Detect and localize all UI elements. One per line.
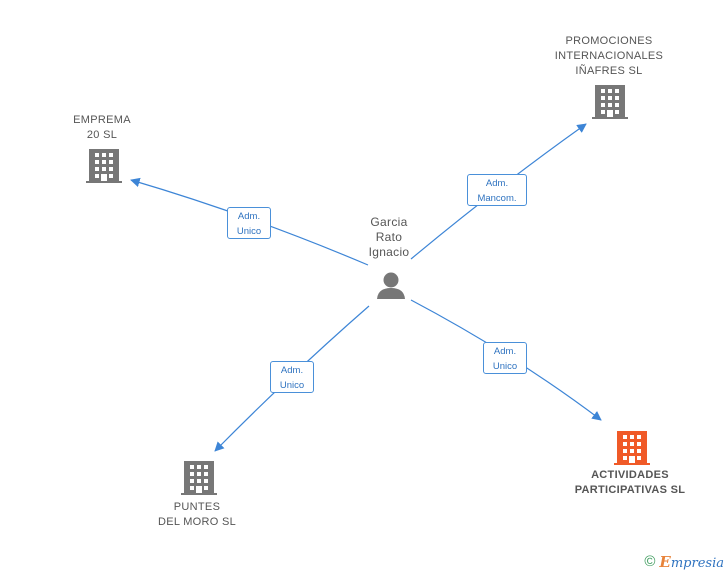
relation-label-promociones: Adm. Mancom. <box>467 174 527 206</box>
company-name-line: INTERNACIONALES <box>554 50 664 62</box>
person-name-label: Garcia Rato Ignacio <box>369 215 410 260</box>
company-name-line: PROMOCIONES <box>565 35 653 47</box>
company-label-actividades[interactable]: ACTIVIDADES PARTICIPATIVAS SL <box>575 468 686 498</box>
relation-role-type: Unico <box>236 226 262 237</box>
relation-role-type: Mancom. <box>477 193 517 204</box>
building-icon-promociones[interactable] <box>592 85 628 119</box>
company-name-line: PUNTES <box>173 501 221 513</box>
relation-label-actividades: Adm. Unico <box>483 342 527 374</box>
brand-logo[interactable]: Empresia <box>659 553 724 571</box>
building-icon-actividades[interactable] <box>614 431 650 465</box>
person-name-line-3: Ignacio <box>368 245 410 259</box>
building-icon-puntes[interactable] <box>181 461 217 495</box>
company-label-emprema[interactable]: EMPREMA 20 SL <box>73 113 131 143</box>
building-icon-emprema[interactable] <box>86 149 122 183</box>
relation-role-type: Unico <box>492 361 518 372</box>
copyright-icon: © <box>644 553 656 570</box>
company-name-line: EMPREMA <box>73 114 131 126</box>
relation-role: Adm. <box>237 211 261 222</box>
relation-role-type: Unico <box>279 380 305 391</box>
person-icon[interactable] <box>377 272 405 300</box>
company-name-line: 20 SL <box>86 129 118 141</box>
relation-label-puntes: Adm. Unico <box>270 361 314 393</box>
company-label-promociones[interactable]: PROMOCIONES INTERNACIONALES IÑAFRES SL <box>555 34 663 79</box>
relation-role: Adm. <box>493 346 517 357</box>
company-name-line: PARTICIPATIVAS SL <box>574 484 686 496</box>
relation-role: Adm. <box>280 365 304 376</box>
company-name-line: IÑAFRES SL <box>575 65 643 77</box>
relation-label-emprema: Adm. Unico <box>227 207 271 239</box>
company-name-line: ACTIVIDADES <box>591 469 669 481</box>
person-name-line-2: Rato <box>375 230 403 244</box>
footer-brand: © Empresia <box>644 553 724 571</box>
relation-role: Adm. <box>485 178 509 189</box>
company-label-puntes[interactable]: PUNTES DEL MORO SL <box>158 500 236 530</box>
company-name-line: DEL MORO SL <box>157 516 237 528</box>
person-name-line-1: Garcia <box>370 215 408 229</box>
